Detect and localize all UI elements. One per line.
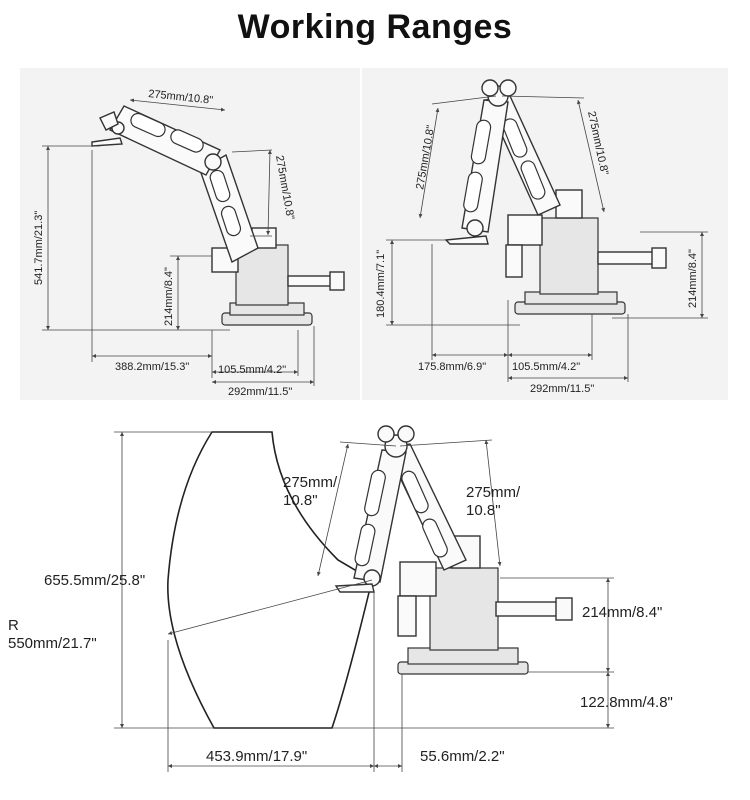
tl-height: 541.7mm/21.3" xyxy=(33,211,45,285)
top-left-dimensions xyxy=(42,98,315,386)
tl-base-width: 105.5mm/4.2" xyxy=(218,364,286,376)
b-total-height: 655.5mm/25.8" xyxy=(44,572,145,589)
tr-base-width: 105.5mm/4.2" xyxy=(512,361,580,373)
top-right-robot-arm xyxy=(444,79,667,315)
b-arm-length-1-line2: 10.8" xyxy=(283,492,318,509)
tl-total-width: 292mm/11.5" xyxy=(228,386,292,398)
b-arm-length-1-line1: 275mm/ xyxy=(283,474,338,491)
b-radius: 550mm/21.7" xyxy=(8,635,97,652)
b-arm-length-2-line1: 275mm/ xyxy=(466,484,521,501)
b-range-width: 453.9mm/17.9" xyxy=(206,748,307,765)
b-arm-length-2-line2: 10.8" xyxy=(466,502,501,519)
tr-arm-length-2: 275mm/10.8" xyxy=(585,110,610,176)
tr-reach: 175.8mm/6.9" xyxy=(418,361,486,373)
tr-arm-length-1: 275mm/10.8" xyxy=(414,124,437,190)
top-right-dimensions xyxy=(386,95,708,382)
tl-reach: 388.2mm/15.3" xyxy=(115,361,189,373)
bottom-dimensions xyxy=(114,431,614,772)
tr-low-height: 180.4mm/7.1" xyxy=(375,250,387,318)
tl-base-height: 214mm/8.4" xyxy=(163,267,175,326)
working-range-envelope xyxy=(167,431,373,729)
page-title: Working Ranges xyxy=(237,8,513,46)
tr-total-width: 292mm/11.5" xyxy=(530,383,594,395)
tl-arm-length-2: 275mm/10.8" xyxy=(273,154,296,220)
tl-arm-length-1: 275mm/10.8" xyxy=(148,88,214,107)
tr-base-height: 214mm/8.4" xyxy=(687,249,699,308)
b-radius-prefix: R xyxy=(8,617,19,634)
top-left-panel xyxy=(20,68,360,400)
b-base-height: 214mm/8.4" xyxy=(582,604,662,621)
b-inner-offset: 55.6mm/2.2" xyxy=(420,748,505,765)
b-below-base: 122.8mm/4.8" xyxy=(580,694,673,711)
bottom-robot-arm xyxy=(334,425,573,675)
top-left-robot-arm xyxy=(91,105,345,326)
